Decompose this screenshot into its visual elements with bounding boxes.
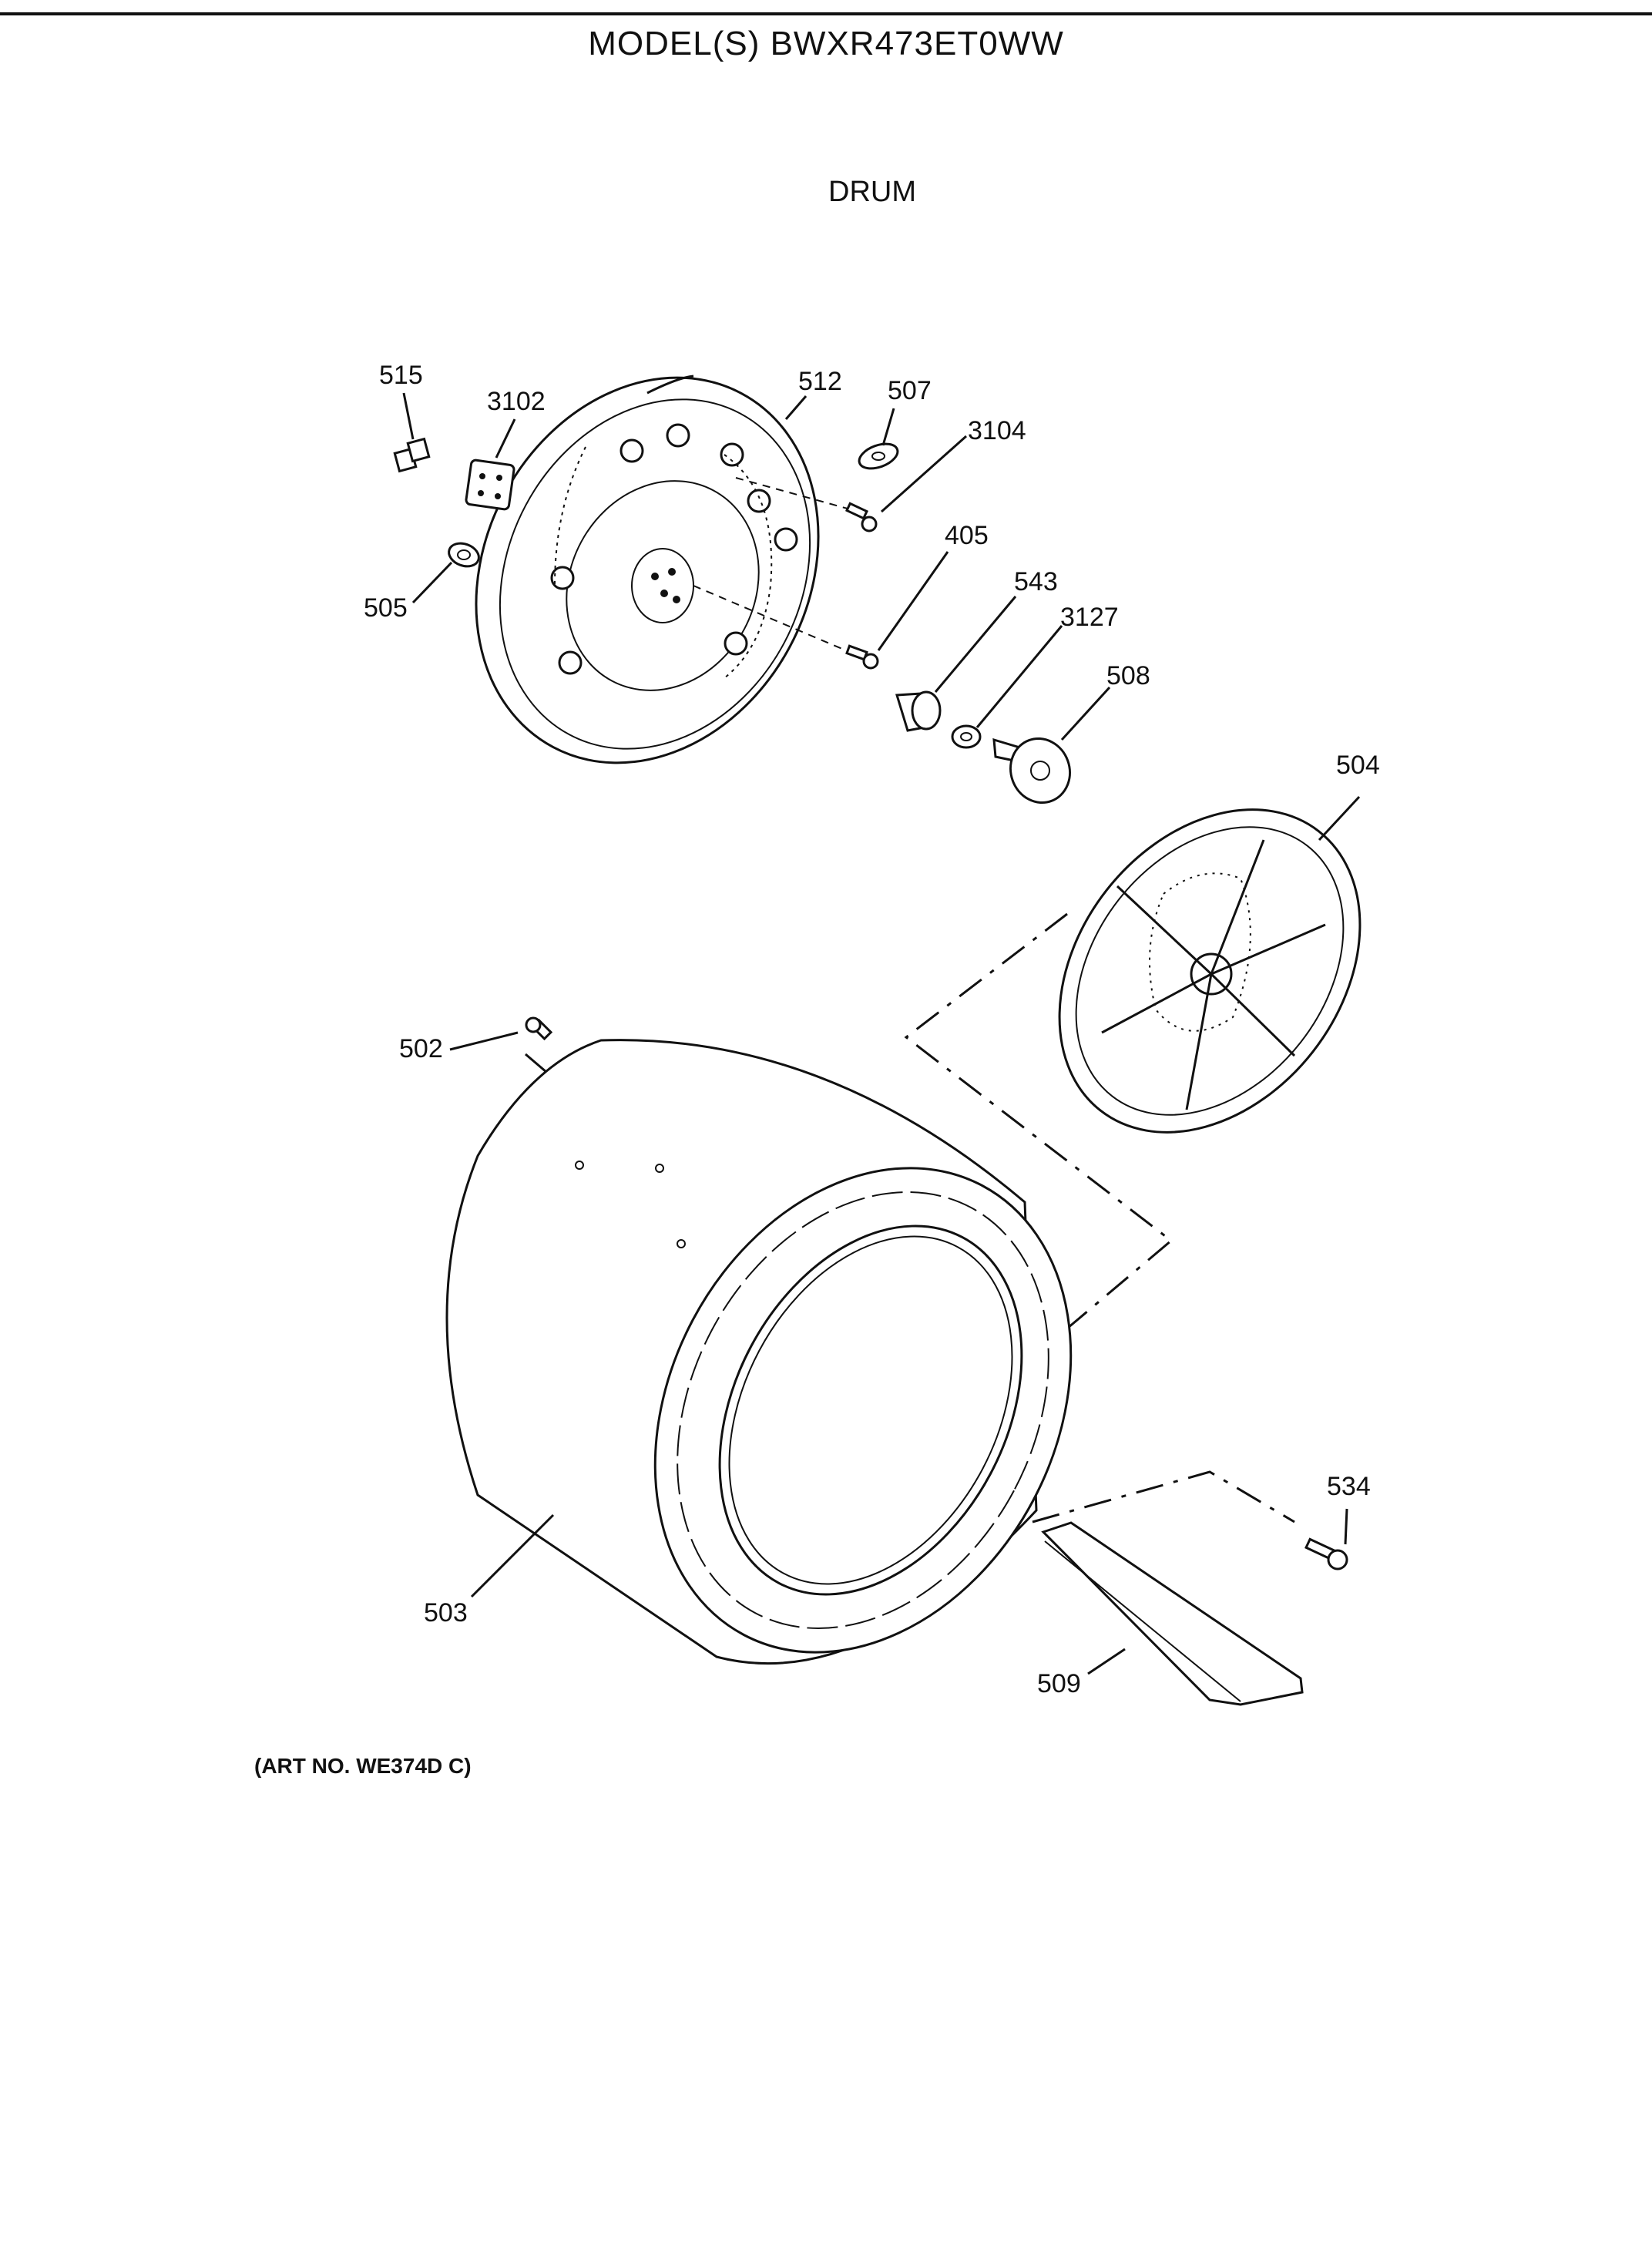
leader-lines: [402, 392, 1361, 1675]
callout-534: 534: [1327, 1472, 1371, 1501]
callout-405: 405: [945, 521, 989, 550]
model-title: MODEL(S) BWXR473ET0WW: [588, 25, 1064, 62]
bearing-543: [895, 690, 942, 732]
callout-512: 512: [798, 367, 842, 396]
callout-503: 503: [424, 1598, 468, 1628]
header-rule: [0, 12, 1652, 15]
screw-502: [525, 1016, 553, 1041]
pad-3102: [465, 459, 515, 511]
callout-3104: 3104: [968, 416, 1026, 445]
callout-502: 502: [399, 1034, 443, 1063]
drum-503: [445, 1039, 1073, 1665]
callout-508: 508: [1106, 661, 1150, 690]
callout-labels: 515 3102 512 507 3104 505 405 543 3127 5…: [364, 361, 1380, 1698]
callout-507: 507: [888, 376, 932, 405]
callout-3102: 3102: [487, 387, 546, 416]
screw-534: [1304, 1537, 1348, 1570]
screw-3104: [735, 477, 878, 532]
art-number: (ART NO. WE374D C): [254, 1754, 472, 1778]
drum-back-504: [1058, 808, 1362, 1134]
shaft-508: [992, 737, 1071, 805]
callout-505: 505: [364, 593, 408, 623]
baffle-509: [1041, 1521, 1304, 1706]
callout-3127: 3127: [1060, 603, 1119, 632]
callout-504: 504: [1336, 751, 1380, 780]
glide-507: [858, 442, 899, 470]
roller-505: [448, 542, 480, 568]
screw-405: [693, 585, 879, 670]
section-title: DRUM: [828, 176, 916, 208]
clip-515: [393, 437, 431, 473]
callout-509: 509: [1037, 1669, 1081, 1698]
washer-3127: [951, 724, 982, 749]
callout-543: 543: [1014, 567, 1058, 596]
callout-515: 515: [379, 361, 423, 390]
